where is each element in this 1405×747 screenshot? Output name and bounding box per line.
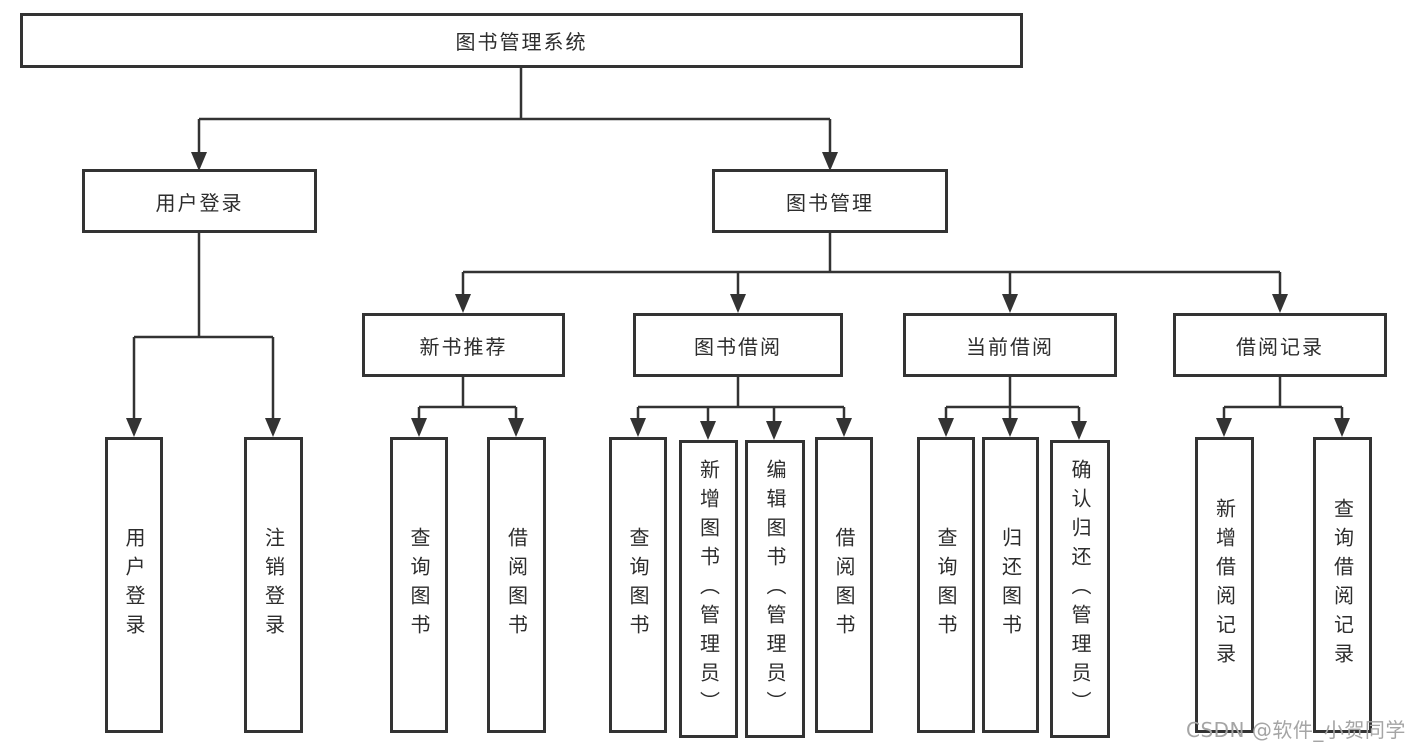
connector-bookborrow-to-leaves xyxy=(636,377,846,423)
node-leaf-borrow-books-1: 借阅图书 xyxy=(487,437,546,733)
connector-bookmgmt-to-level3 xyxy=(461,233,1282,297)
arrow-down-icon xyxy=(1216,418,1232,437)
node-leaf-query-books-2: 查询图书 xyxy=(609,437,667,733)
node-user-login: 用户登录 xyxy=(82,169,317,233)
arrow-down-icon xyxy=(1334,418,1350,437)
connector-newbookrec-to-leaves xyxy=(417,377,518,421)
arrow-down-icon xyxy=(265,418,281,437)
node-leaf-query-books-1: 查询图书 xyxy=(390,437,448,733)
node-leaf-logout: 注销登录 xyxy=(244,437,303,733)
node-new-book-recommend: 新书推荐 xyxy=(362,313,565,377)
node-leaf-borrow-books-2: 借阅图书 xyxy=(815,437,873,733)
arrow-down-icon xyxy=(700,421,716,440)
arrow-down-icon xyxy=(836,418,852,437)
node-leaf-return-books: 归还图书 xyxy=(982,437,1039,733)
arrow-down-icon xyxy=(411,418,427,437)
node-leaf-confirm-return-admin: 确认归还（管理员） xyxy=(1050,440,1110,738)
connector-borrowrecord-to-leaves xyxy=(1222,377,1344,421)
node-library-system: 图书管理系统 xyxy=(20,13,1023,68)
connector-userlogin-to-leaves xyxy=(132,233,275,421)
node-borrowing-records: 借阅记录 xyxy=(1173,313,1387,377)
csdn-watermark: CSDN @软件_小贺同学 xyxy=(1186,718,1405,742)
arrow-down-icon xyxy=(508,418,524,437)
arrow-down-icon xyxy=(126,418,142,437)
arrow-down-icon xyxy=(1002,294,1018,313)
arrow-down-icon xyxy=(730,294,746,313)
node-book-borrowing: 图书借阅 xyxy=(633,313,843,377)
connector-root-to-level2 xyxy=(197,68,832,155)
node-leaf-user-login: 用户登录 xyxy=(105,437,163,733)
node-current-borrowing: 当前借阅 xyxy=(903,313,1117,377)
arrow-down-icon xyxy=(1272,294,1288,313)
node-leaf-add-borrow-record: 新增借阅记录 xyxy=(1195,437,1254,733)
node-leaf-query-borrow-record: 查询借阅记录 xyxy=(1313,437,1372,733)
arrow-down-icon xyxy=(766,421,782,440)
connector-currentborrow-to-leaves xyxy=(944,377,1081,423)
node-leaf-query-books-3: 查询图书 xyxy=(917,437,975,733)
connector-lines xyxy=(132,68,1344,423)
arrow-down-icon xyxy=(630,418,646,437)
node-leaf-edit-books-admin: 编辑图书（管理员） xyxy=(745,440,805,738)
arrow-down-icon xyxy=(938,418,954,437)
node-book-management: 图书管理 xyxy=(712,169,948,233)
arrow-down-icon xyxy=(455,294,471,313)
arrow-down-icon xyxy=(1002,418,1018,437)
arrow-down-icon xyxy=(1071,421,1087,440)
node-leaf-add-books-admin: 新增图书（管理员） xyxy=(679,440,738,738)
